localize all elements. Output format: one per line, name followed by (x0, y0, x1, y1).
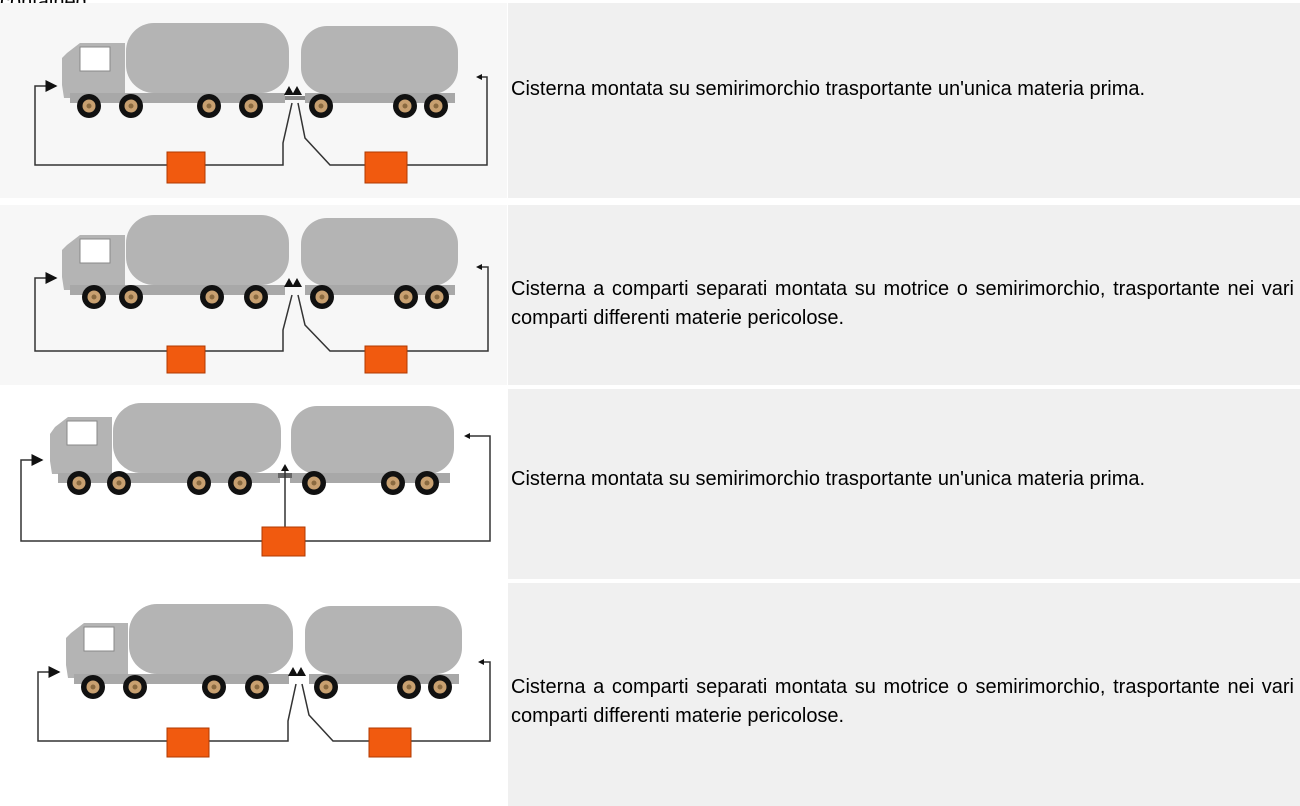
caption-cell: Cisterna a comparti separati montata su … (508, 205, 1300, 385)
tanker-illustration (0, 583, 507, 806)
row-caption: Cisterna montata su semirimorchio traspo… (511, 468, 1146, 490)
tanker-row-2: Cisterna a comparti separati montata su … (0, 205, 1300, 385)
tanker-row-4: Cisterna a comparti separati montata su … (0, 583, 1300, 806)
caption-cell: Cisterna a comparti separati montata su … (508, 583, 1300, 806)
row-caption: Cisterna montata su semirimorchio traspo… (511, 78, 1146, 100)
tanker-row-1: Cisterna montata su semirimorchio traspo… (0, 3, 1300, 198)
caption-cell: Cisterna montata su semirimorchio traspo… (508, 389, 1300, 579)
caption-cell: Cisterna montata su semirimorchio traspo… (508, 3, 1300, 198)
tanker-illustration (0, 3, 507, 198)
row-caption: Cisterna a comparti separati montata su … (511, 676, 1294, 727)
tanker-illustration (0, 389, 507, 579)
tanker-illustration (0, 205, 507, 385)
row-caption: Cisterna a comparti separati montata su … (511, 278, 1294, 329)
tanker-row-3: Cisterna montata su semirimorchio traspo… (0, 389, 1300, 579)
